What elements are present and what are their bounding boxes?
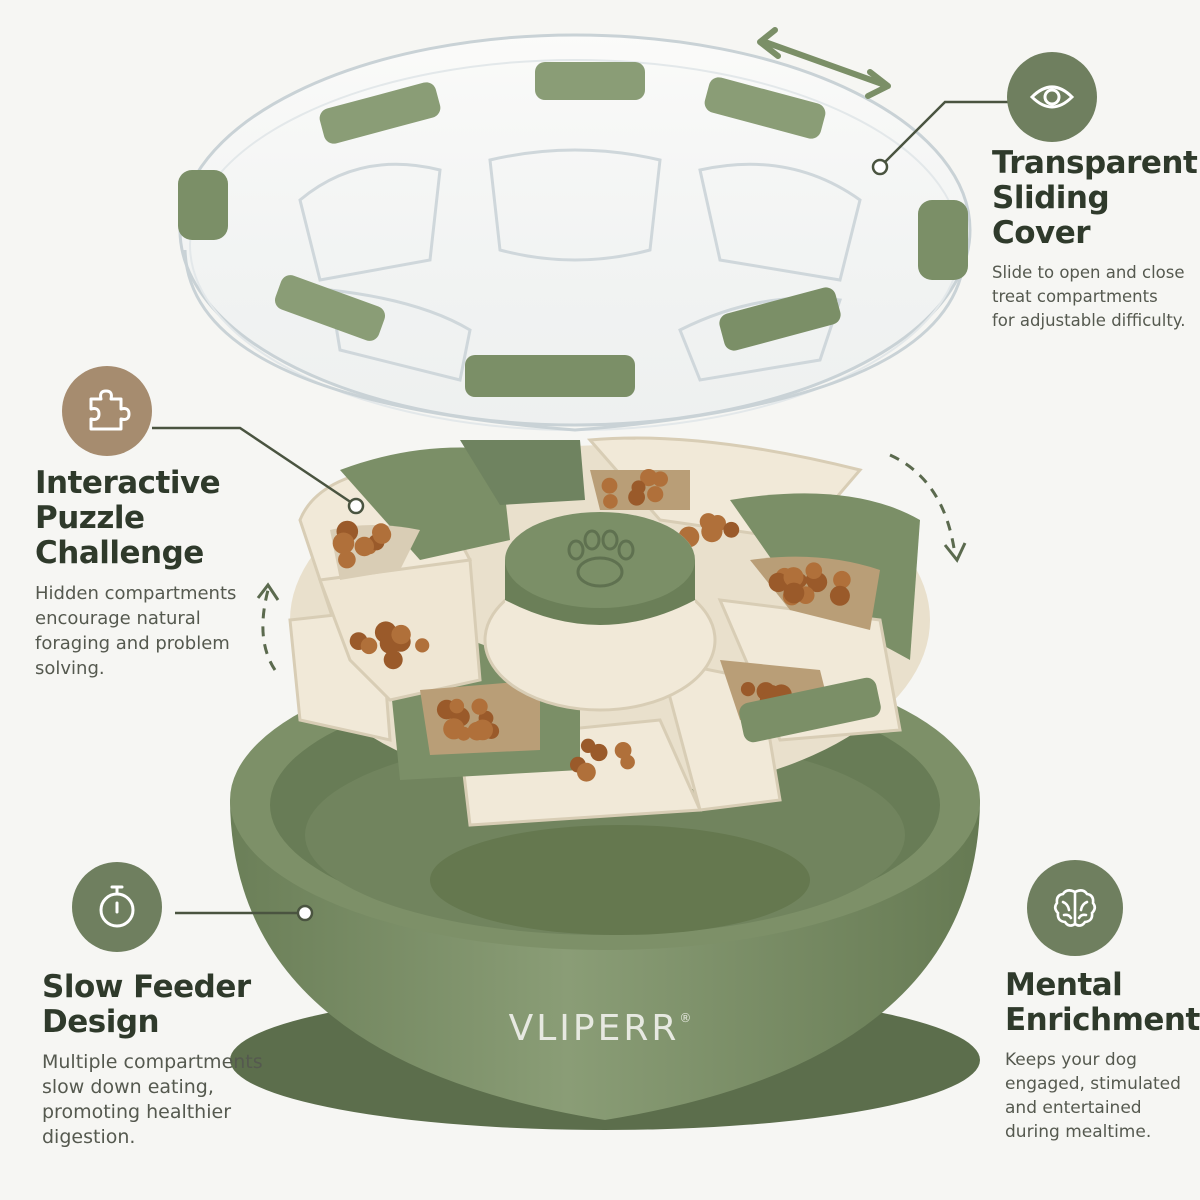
feature-desc-line: Keeps your dog bbox=[1005, 1050, 1137, 1070]
kibble-piece bbox=[768, 572, 788, 593]
feature-description: Slide to open and close treat compartmen… bbox=[992, 261, 1192, 333]
feature-desc-line: solving. bbox=[35, 658, 105, 679]
feature-title-line: Puzzle Challenge bbox=[35, 500, 204, 571]
kibble-piece bbox=[577, 762, 596, 782]
brain-icon bbox=[1053, 889, 1097, 927]
feature-title-line: Mental bbox=[1005, 967, 1123, 1003]
kibble-piece bbox=[805, 562, 823, 579]
rotate-arrow-icon bbox=[261, 453, 957, 671]
feature-title-line: Interactive bbox=[35, 465, 221, 501]
kibble-piece bbox=[783, 567, 804, 588]
feature-desc-line: treat compartments bbox=[992, 287, 1158, 306]
paw-print-icon bbox=[567, 529, 635, 588]
kibble-piece bbox=[415, 638, 430, 653]
stopwatch-icon bbox=[99, 885, 135, 928]
kibble-piece bbox=[391, 624, 411, 645]
puzzle-tray bbox=[288, 436, 930, 827]
puzzle-icon bbox=[89, 389, 131, 431]
feature-desc-line: encourage natural bbox=[35, 608, 201, 629]
feature-desc-line: slow down eating, bbox=[42, 1076, 214, 1098]
feature-title-line: Slow Feeder bbox=[42, 969, 251, 1005]
feature-desc-line: engaged, stimulated bbox=[1005, 1074, 1181, 1094]
feature-title: Slow Feeder Design bbox=[42, 970, 302, 1040]
kibble-pieces bbox=[332, 469, 851, 782]
slide-arrow-icon bbox=[757, 27, 891, 99]
kibble-piece bbox=[580, 738, 596, 753]
eye-badge bbox=[1007, 52, 1097, 142]
feature-desc-line: Hidden compartments bbox=[35, 583, 237, 604]
kibble-piece bbox=[383, 650, 403, 670]
kibble-piece bbox=[614, 742, 632, 759]
kibble-piece bbox=[740, 682, 756, 697]
feature-title-line: Enrichment bbox=[1005, 1002, 1200, 1038]
feature-title: Mental Enrichment bbox=[1005, 967, 1200, 1038]
kibble-piece bbox=[603, 494, 618, 509]
feature-desc-line: foraging and problem bbox=[35, 633, 230, 654]
kibble-piece bbox=[647, 486, 664, 503]
feature-title-line: Transparent bbox=[992, 145, 1198, 181]
callout-lines bbox=[152, 100, 1008, 915]
feature-desc-line: promoting healthier bbox=[42, 1101, 232, 1123]
kibble-piece bbox=[628, 488, 645, 506]
kibble-piece bbox=[829, 585, 850, 606]
callout-dots bbox=[296, 158, 889, 922]
feature-title-line: Sliding Cover bbox=[992, 180, 1110, 251]
kibble-piece bbox=[449, 698, 465, 714]
kibble-piece bbox=[601, 477, 618, 494]
kibble-piece bbox=[471, 698, 488, 715]
feature-desc-line: digestion. bbox=[42, 1126, 136, 1148]
feature-desc-line: and entertained bbox=[1005, 1098, 1142, 1118]
eye-icon bbox=[1029, 85, 1075, 109]
puzzle-badge bbox=[62, 366, 152, 456]
feature-description: Hidden compartments encourage natural fo… bbox=[35, 581, 295, 681]
feature-slow-feeder-design: Slow Feeder Design Multiple compartments… bbox=[42, 970, 302, 1150]
feature-description: Keeps your dog engaged, stimulated and e… bbox=[1005, 1048, 1195, 1144]
feature-title: Interactive Puzzle Challenge bbox=[35, 466, 295, 571]
kibble-piece bbox=[472, 719, 493, 741]
kibble-piece bbox=[620, 754, 635, 770]
feature-description: Multiple compartments slow down eating, … bbox=[42, 1050, 302, 1150]
kibble-piece bbox=[338, 550, 356, 569]
kibble-piece bbox=[332, 532, 355, 555]
stopwatch-badge bbox=[72, 862, 162, 952]
feature-title-line: Design bbox=[42, 1004, 160, 1040]
brain-badge bbox=[1027, 860, 1123, 956]
kibble-piece bbox=[833, 570, 851, 589]
feature-transparent-sliding-cover: Transparent Sliding Cover Slide to open … bbox=[992, 145, 1198, 333]
feature-desc-line: Multiple compartments bbox=[42, 1051, 263, 1073]
kibble-piece bbox=[783, 582, 805, 604]
kibble-piece bbox=[372, 525, 392, 544]
feature-desc-line: during mealtime. bbox=[1005, 1122, 1152, 1142]
kibble-piece bbox=[360, 637, 378, 655]
kibble-piece bbox=[709, 515, 726, 532]
kibble-piece bbox=[443, 718, 465, 740]
kibble-piece bbox=[354, 536, 374, 557]
transparent-lid bbox=[178, 33, 972, 432]
kibble-piece bbox=[640, 469, 658, 487]
feature-title: Transparent Sliding Cover bbox=[992, 145, 1198, 251]
feature-mental-enrichment: Mental Enrichment Keeps your dog engaged… bbox=[1005, 967, 1200, 1144]
feature-desc-line: Slide to open and close bbox=[992, 263, 1185, 282]
feature-interactive-puzzle-challenge: Interactive Puzzle Challenge Hidden comp… bbox=[35, 466, 295, 681]
feature-desc-line: for adjustable difficulty. bbox=[992, 311, 1186, 330]
kibble-piece bbox=[723, 521, 740, 538]
